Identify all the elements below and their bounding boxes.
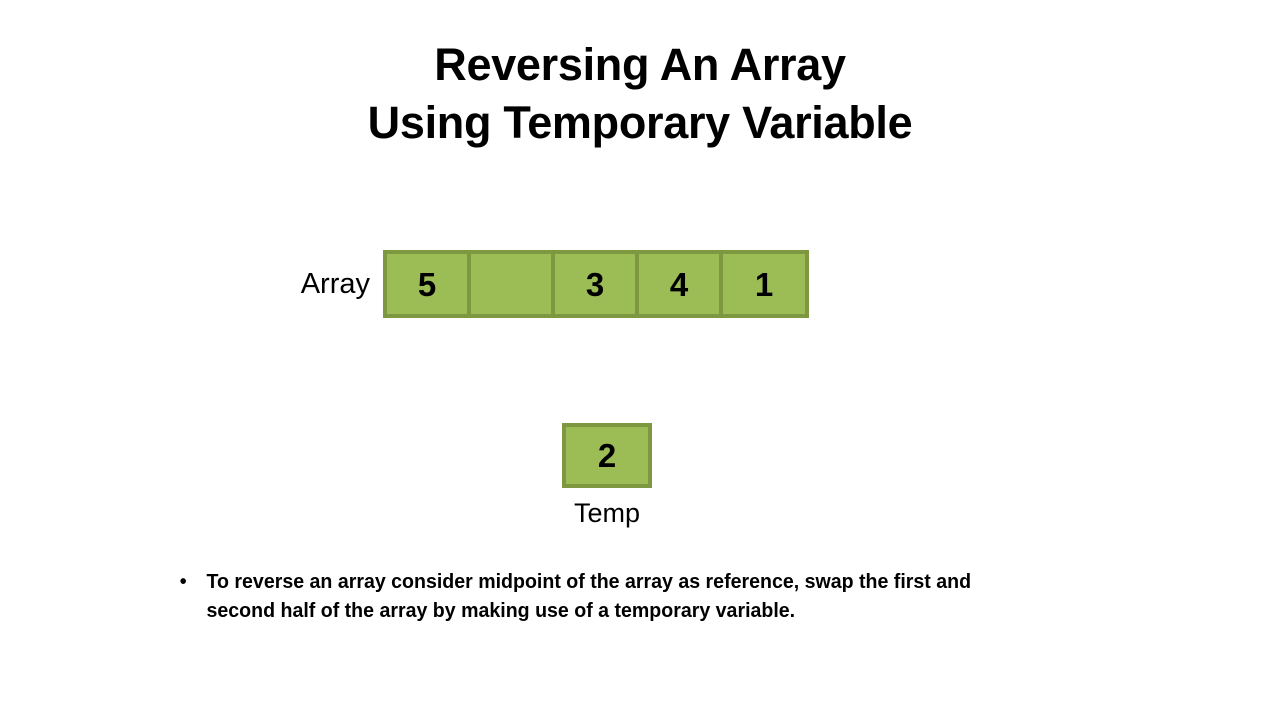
array-cell-container: 5 3 4 1 <box>383 250 809 318</box>
array-cell-4: 1 <box>723 254 805 314</box>
array-cell-0: 5 <box>387 254 471 314</box>
title-line-2: Using Temporary Variable <box>367 97 913 148</box>
bullet-marker-icon: • <box>179 570 187 593</box>
list-item: • To reverse an array consider midpoint … <box>175 567 1006 625</box>
array-diagram: Array 5 3 4 1 <box>0 250 1280 320</box>
temp-variable-group: 2 Temp <box>562 423 652 529</box>
array-cell-2: 3 <box>555 254 639 314</box>
array-label: Array <box>300 268 370 300</box>
temp-box: 2 <box>562 423 652 488</box>
bullet-list: • To reverse an array consider midpoint … <box>175 567 1045 625</box>
array-cell-1 <box>471 254 555 314</box>
title-line-1: Reversing An Array <box>434 39 846 90</box>
temp-label: Temp <box>573 498 641 528</box>
array-cell-3: 4 <box>639 254 723 314</box>
page-title: Reversing An Array Using Temporary Varia… <box>0 36 1280 152</box>
bullet-text: To reverse an array consider midpoint of… <box>206 570 972 622</box>
